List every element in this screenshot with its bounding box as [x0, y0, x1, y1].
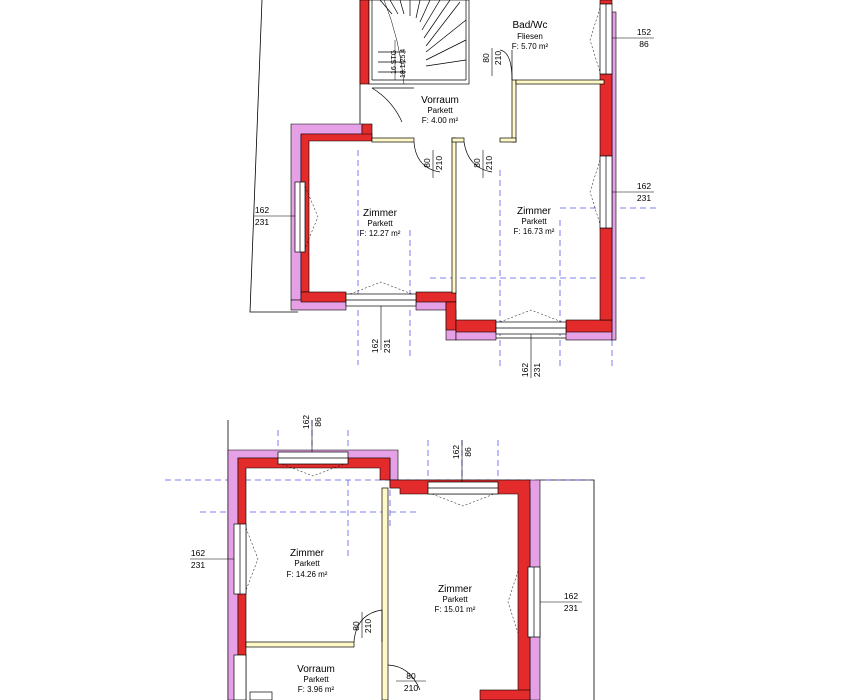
- room-floor: Parkett: [427, 106, 453, 115]
- dim-height: 210: [434, 156, 444, 170]
- room-floor: Parkett: [442, 595, 468, 604]
- dim-width: 80: [351, 621, 361, 631]
- upper-walls: [300, 0, 613, 333]
- room-label-zimmer-1: Zimmer Parkett F: 12.27 m²: [360, 208, 401, 238]
- dim-width: 80: [472, 158, 482, 168]
- room-name: Zimmer: [517, 206, 552, 217]
- room-area: F: 15.01 m²: [435, 605, 476, 614]
- room-area: F: 3.96 m²: [298, 685, 335, 694]
- room-label-vorraum-upper: Vorraum Parkett F: 4.00 m²: [421, 95, 459, 125]
- dim-width: 162: [520, 363, 530, 377]
- upper-windows: [294, 3, 613, 335]
- room-floor: Parkett: [294, 559, 320, 568]
- dim-height: 86: [463, 447, 473, 457]
- window-dim-bottom-2: 162 231: [520, 334, 542, 378]
- stair-steps: 16 STG: [391, 50, 398, 74]
- dim-height: 210: [363, 619, 373, 633]
- room-area: F: 4.00 m²: [422, 116, 459, 125]
- room-label-vorraum-lower: Vorraum Parkett F: 3.96 m²: [297, 664, 335, 694]
- window-dim-left-lower: 162 231: [190, 548, 234, 570]
- dim-width: 162: [564, 591, 578, 601]
- room-floor: Fliesen: [517, 32, 543, 41]
- dim-width: 80: [481, 53, 491, 63]
- window-dim-bottom-1: 162 231: [370, 306, 392, 353]
- door-dim-lower-2: 80 210: [396, 671, 426, 693]
- room-name: Vorraum: [421, 95, 459, 106]
- stair-ratio: 18.1/25.4: [400, 49, 407, 78]
- room-label-bad-wc: Bad/Wc Fliesen F: 5.70 m²: [512, 20, 549, 51]
- upper-door-swings: [371, 49, 513, 173]
- room-area: F: 14.26 m²: [287, 570, 328, 579]
- dim-height: 210: [484, 156, 494, 170]
- room-name: Bad/Wc: [512, 20, 547, 31]
- room-name: Vorraum: [297, 664, 335, 675]
- dim-width: 162: [370, 339, 380, 353]
- dim-width: 162: [191, 548, 205, 558]
- dim-height: 231: [532, 363, 542, 377]
- dim-width: 162: [301, 415, 311, 429]
- dim-width: 162: [255, 205, 269, 215]
- room-name: Zimmer: [363, 208, 398, 219]
- lower-interior-walls: [245, 487, 389, 700]
- room-label-zimmer-4: Zimmer Parkett F: 15.01 m²: [435, 584, 476, 614]
- dim-height: 231: [637, 193, 651, 203]
- dim-height: 210: [404, 683, 418, 693]
- window-dim-left: 162 231: [254, 205, 295, 227]
- upper-interior-walls: [371, 79, 605, 294]
- upper-window-swings: [304, 7, 601, 323]
- lower-walls: [237, 457, 531, 700]
- dim-height: 86: [639, 39, 649, 49]
- room-label-zimmer-3: Zimmer Parkett F: 14.26 m²: [287, 548, 328, 579]
- upper-stair: [368, 0, 470, 89]
- room-floor: Parkett: [521, 217, 547, 226]
- room-name: Zimmer: [438, 584, 473, 595]
- dim-height: 210: [493, 51, 503, 65]
- dim-width: 162: [451, 445, 461, 459]
- room-floor: Parkett: [367, 219, 393, 228]
- room-area: F: 12.27 m²: [360, 229, 401, 238]
- room-label-zimmer-2: Zimmer Parkett F: 16.73 m²: [514, 206, 555, 236]
- window-dim-bad: 152 86: [612, 27, 654, 49]
- dim-width: 152: [637, 27, 651, 37]
- room-area: F: 16.73 m²: [514, 227, 555, 236]
- window-dim-right-lower: 162 231: [540, 591, 582, 613]
- lower-windows: [233, 451, 541, 700]
- lower-floor-plan: Zimmer Parkett F: 14.26 m² Zimmer Parket…: [165, 415, 595, 700]
- door-dim-zimmer-2: 80 210: [472, 150, 494, 178]
- dim-width: 80: [422, 158, 432, 168]
- dim-height: 231: [382, 339, 392, 353]
- window-dim-top-1: 162 86: [301, 415, 323, 452]
- stair-label: 16 STG 18.1/25.4: [391, 49, 407, 78]
- room-name: Zimmer: [290, 548, 325, 559]
- door-dim-lower-1: 80 210: [351, 612, 373, 638]
- dim-width: 162: [637, 181, 651, 191]
- room-area: F: 5.70 m²: [512, 42, 549, 51]
- lower-stair-partial: [249, 691, 273, 700]
- dim-height: 86: [313, 417, 323, 427]
- dim-width: 80: [406, 671, 416, 681]
- lower-window-swings: [245, 463, 519, 634]
- door-dim-zimmer-1: 80 210: [422, 150, 444, 178]
- upper-floor-plan: Bad/Wc Fliesen F: 5.70 m² Vorraum Parket…: [249, 0, 660, 378]
- window-dim-right: 162 231: [612, 181, 654, 203]
- dim-height: 231: [255, 217, 269, 227]
- window-dim-top-2: 162 86: [451, 440, 473, 482]
- door-dim-bad: 80 210: [481, 48, 503, 76]
- dim-height: 231: [564, 603, 578, 613]
- dim-height: 231: [191, 560, 205, 570]
- room-floor: Parkett: [303, 675, 329, 684]
